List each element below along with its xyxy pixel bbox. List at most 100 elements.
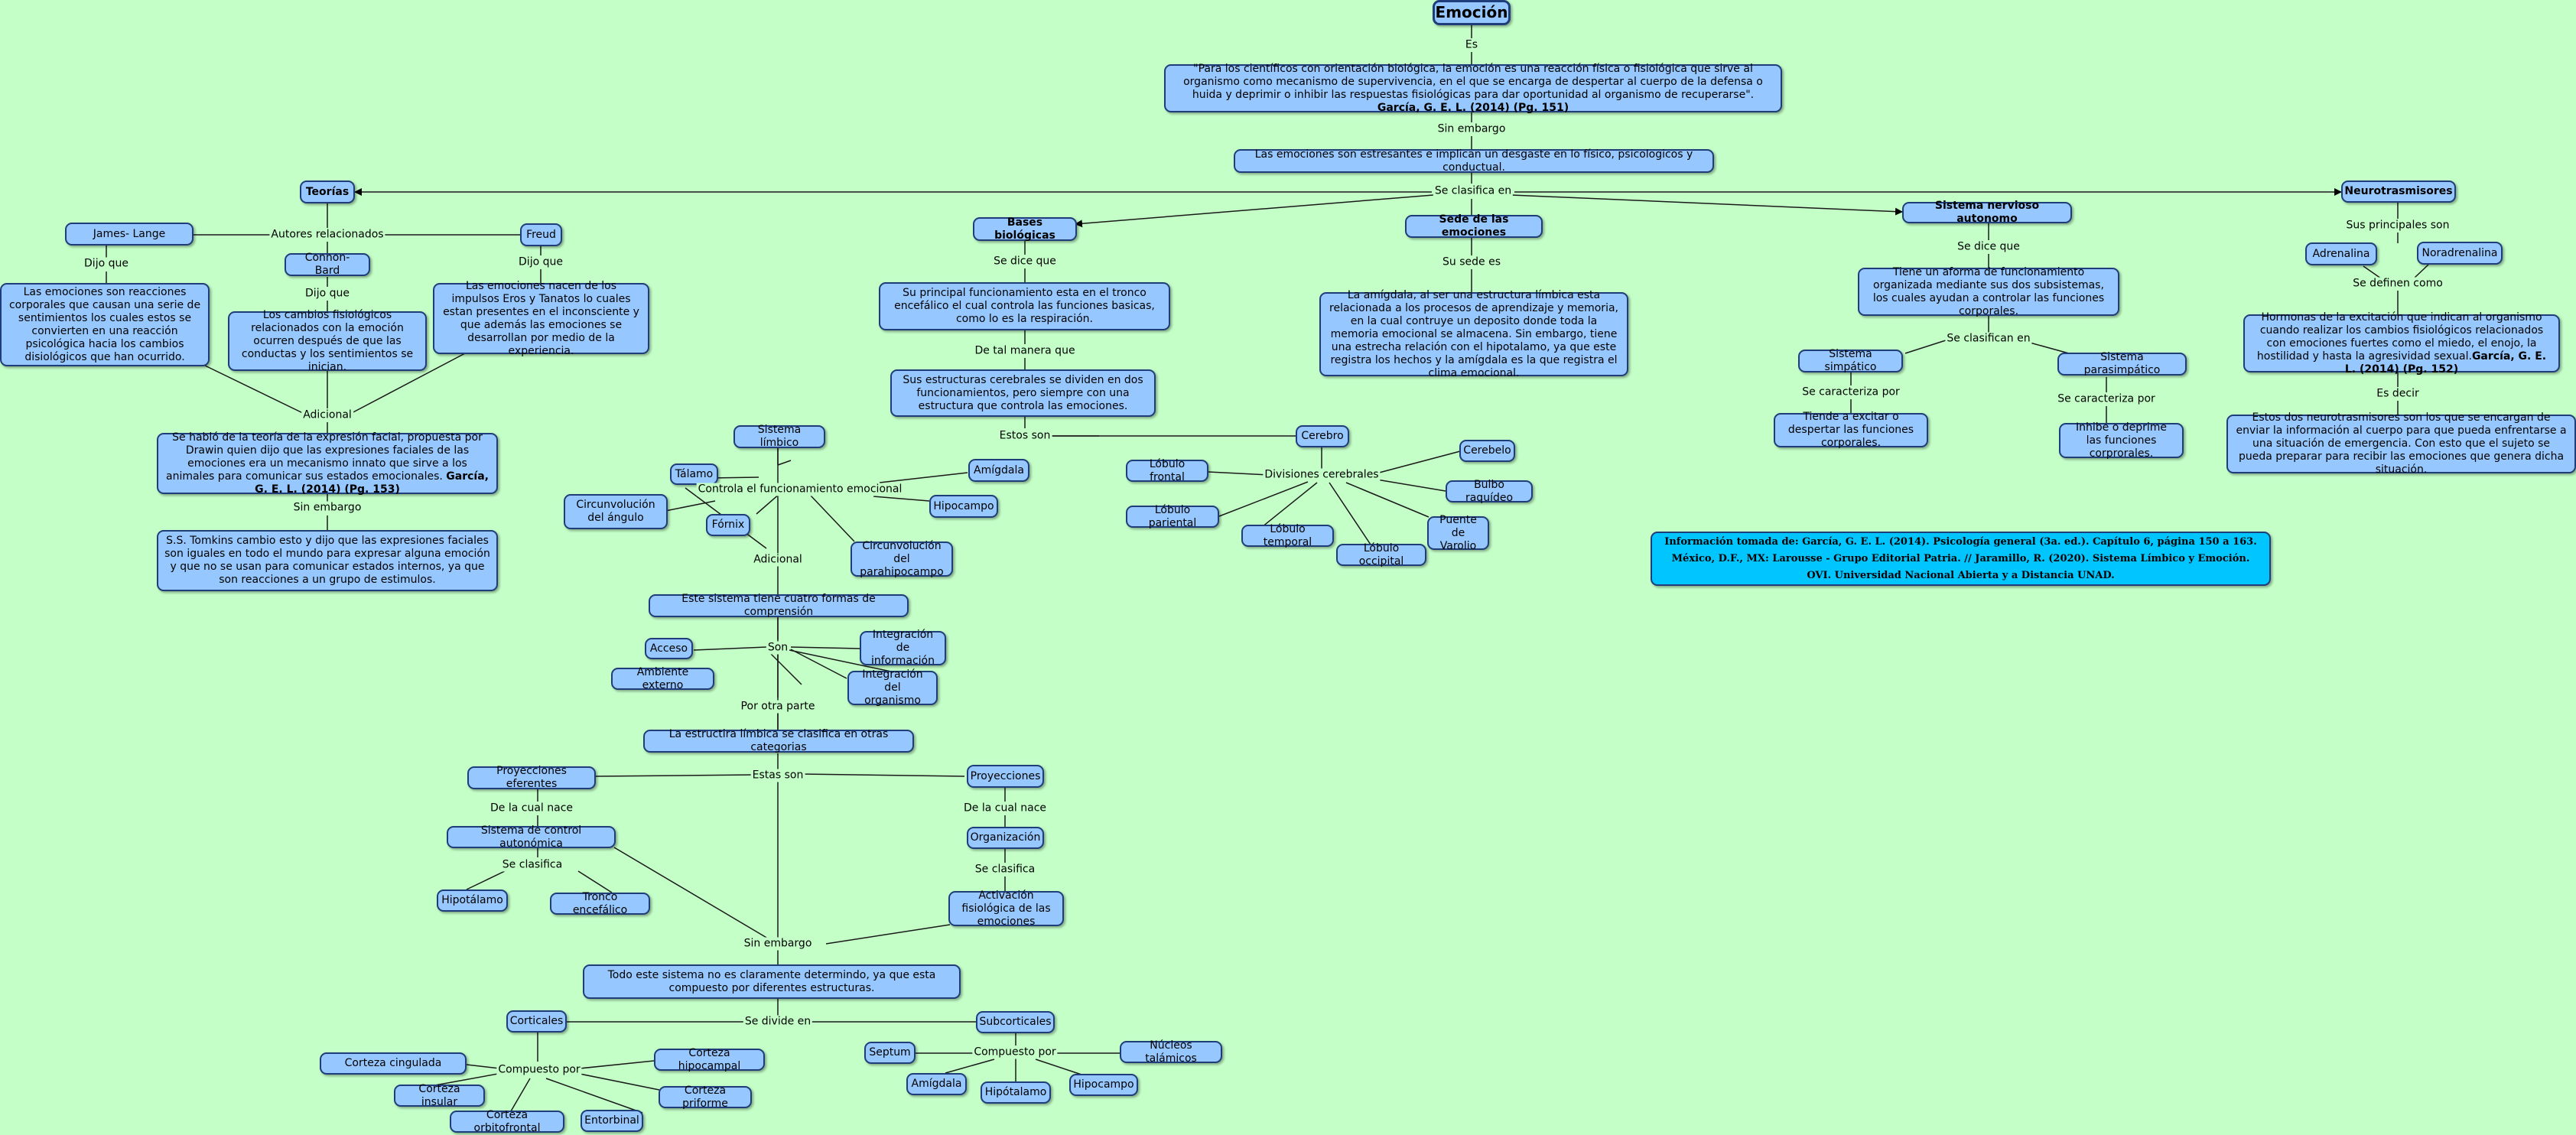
- simpatico-text-node[interactable]: Tiende a excitar o despertar las funcion…: [1774, 411, 1928, 449]
- estructuras-cerebrales-node[interactable]: Sus estructuras cerebrales se dividen en…: [890, 369, 1156, 417]
- freud-node[interactable]: Freud: [520, 223, 562, 246]
- parasimpatico-text-node[interactable]: Inhibe o deprime las funciones corproral…: [2059, 421, 2184, 460]
- node-label: Las emociones son reacciones corporales …: [8, 285, 201, 363]
- estructura-limbica-node[interactable]: La estructira límbica se clasifica en ot…: [643, 728, 914, 753]
- subcorticales-node[interactable]: Subcorticales: [976, 1011, 1055, 1033]
- amigdala-sub-node[interactable]: Amígdala: [906, 1073, 967, 1095]
- freud-text-node[interactable]: Las emociones nacen de los impulsos Eros…: [433, 280, 649, 357]
- node-label: La amígdala, al ser una estructura límbi…: [1329, 288, 1618, 379]
- corteza-orbitofrontal-node[interactable]: Corteza orbitofrontal: [450, 1109, 564, 1134]
- node-label: Connon- Bard: [304, 252, 350, 277]
- hormonas-text: Hormonas de la excitación que indican al…: [2256, 311, 2544, 363]
- acceso-node[interactable]: Acceso: [645, 638, 693, 659]
- node-label: Se habló de la teoría de la expresión fa…: [164, 431, 490, 496]
- link-label: De tal manera que: [973, 344, 1077, 358]
- circunvolucion-parahipocampo-node[interactable]: Circunvolución del parahipocampo: [851, 539, 953, 578]
- node-label: Las emociones son estresantes e implican…: [1254, 148, 1693, 174]
- connector-line: [810, 495, 855, 542]
- node-label: Sistema parasimpático: [2083, 351, 2161, 376]
- cuatro-formas-node[interactable]: Este sistema tiene cuatro formas de comp…: [649, 593, 909, 618]
- connector-line: [348, 353, 466, 415]
- hipotalamo-sub-node[interactable]: Hipótalamo: [981, 1081, 1051, 1104]
- neuro-text-node[interactable]: Estos dos neurotrasmisores son los que s…: [2226, 411, 2576, 476]
- noradrenalina-node[interactable]: Noradrenalina: [2417, 242, 2503, 265]
- sistema-control-autonomica-node[interactable]: Sistema de control autonómica: [447, 824, 616, 850]
- sistema-limbico-node[interactable]: Sistema límbico: [733, 424, 825, 449]
- node-label: Circunvolución del parahipocampo: [860, 539, 944, 578]
- drawin-node[interactable]: Se habló de la teoría de la expresión fa…: [157, 431, 498, 496]
- corteza-cingulada-node[interactable]: Corteza cingulada: [320, 1052, 467, 1075]
- proyecciones-node[interactable]: Proyecciones: [967, 765, 1044, 788]
- james-lange-node[interactable]: James- Lange: [65, 223, 194, 246]
- node-label: Hipotálamo: [441, 894, 503, 906]
- connon-bard-text-node[interactable]: Los cambios fisiológicos relacionados co…: [228, 309, 427, 373]
- tomkins-node[interactable]: S.S. Tomkins cambio esto y dijo que las …: [157, 530, 498, 591]
- node-label: Acceso: [649, 642, 688, 655]
- nucleos-talamicos-node[interactable]: Núcleos talámicos: [1120, 1039, 1222, 1065]
- hipotalamo-node[interactable]: Hipotálamo: [437, 889, 508, 912]
- connector-line: [1371, 478, 1446, 492]
- bulbo-raquideo-node[interactable]: Bulbo raquídeo: [1446, 479, 1533, 504]
- node-label: Sede de las emociones: [1439, 213, 1509, 239]
- talamo-node[interactable]: Tálamo: [670, 463, 718, 485]
- tronco-encefalico-text-node[interactable]: Su principal funcionamiento esta en el t…: [879, 282, 1170, 330]
- node-label: Emoción: [1435, 3, 1508, 21]
- root-emocion-node[interactable]: Emoción: [1433, 0, 1511, 25]
- cerebelo-node[interactable]: Cerebelo: [1459, 440, 1515, 462]
- source-citation-node[interactable]: Información tomada de: García, G. E. L. …: [1651, 532, 2271, 586]
- integracion-organismo-node[interactable]: Integración del organismo: [847, 668, 938, 707]
- corteza-insular-node[interactable]: Corteza insular: [394, 1083, 485, 1108]
- organizacion-node[interactable]: Organización: [967, 827, 1044, 849]
- connector-line: [789, 649, 892, 672]
- septum-node[interactable]: Septum: [864, 1042, 916, 1064]
- connon-bard-node[interactable]: Connon- Bard: [285, 252, 370, 277]
- connector-line: [873, 496, 930, 502]
- connector-line: [1208, 471, 1270, 476]
- node-label: Hipocampo: [933, 499, 994, 512]
- node-label: Información tomada de: García, G. E. L. …: [1664, 535, 2257, 581]
- teorias-node[interactable]: Teorías: [300, 180, 355, 203]
- sna-text-node[interactable]: Tiene un aforma de funcionamiento organi…: [1858, 266, 2119, 317]
- activacion-fisiologica-node[interactable]: Activación fisiológica de las emociones: [948, 889, 1064, 928]
- link-label: Se caracteriza por: [2056, 392, 2157, 406]
- node-label: S.S. Tomkins cambio esto y dijo que las …: [164, 535, 490, 586]
- lobulo-temporal-node[interactable]: Lóbulo temporal: [1241, 523, 1334, 548]
- fornix-node[interactable]: Fórnix: [706, 514, 750, 536]
- corteza-hipocampal-node[interactable]: Corteza hipocampal: [654, 1047, 765, 1072]
- todo-sistema-node[interactable]: Todo este sistema no es claramente deter…: [583, 964, 961, 999]
- definition-node[interactable]: "Para los científicos con orientación bi…: [1164, 63, 1782, 114]
- circunvolucion-angulo-node[interactable]: Circunvolución del ángulo: [564, 494, 668, 529]
- arrow-line: [1075, 194, 1434, 228]
- ambiente-externo-node[interactable]: Ambiente externo: [611, 666, 714, 691]
- sistema-nervioso-autonomo-node[interactable]: Sistema nervioso autonomo: [1902, 200, 2072, 225]
- hormonas-node[interactable]: Hormonas de la excitación que indican al…: [2243, 311, 2560, 376]
- sede-text-node[interactable]: La amígdala, al ser una estructura límbi…: [1319, 289, 1628, 379]
- hipocampo-sub-node[interactable]: Hipocampo: [1069, 1074, 1138, 1096]
- node-label: Corteza cingulada: [344, 1057, 442, 1069]
- sistema-simpatico-node[interactable]: Sistema simpático: [1798, 348, 1903, 373]
- adrenalina-node[interactable]: Adrenalina: [2305, 242, 2377, 265]
- sistema-parasimpatico-node[interactable]: Sistema parasimpático: [2057, 351, 2187, 376]
- corteza-piriforme-node[interactable]: Corteza priforme: [659, 1085, 752, 1110]
- entorbinal-node[interactable]: Entorbinal: [581, 1110, 643, 1132]
- lobulo-parietal-node[interactable]: Lóbulo pariental: [1126, 504, 1219, 529]
- sede-emociones-node[interactable]: Sede de las emociones: [1405, 213, 1543, 239]
- node-label: Sistema límbico: [757, 424, 802, 449]
- cerebro-node[interactable]: Cerebro: [1296, 425, 1349, 447]
- lobulo-frontal-node[interactable]: Lóbulo frontal: [1126, 458, 1208, 483]
- node-label: Integración del organismo: [862, 668, 923, 707]
- corticales-node[interactable]: Corticales: [506, 1010, 567, 1033]
- proyecciones-eferentes-node[interactable]: Proyecciones eferentes: [467, 765, 596, 790]
- hipocampo-node[interactable]: Hipocampo: [929, 495, 998, 518]
- lobulo-occipital-node[interactable]: Lóbulo occipital: [1336, 542, 1426, 568]
- bases-biologicas-node[interactable]: Bases biológicas: [973, 216, 1077, 242]
- amigdala-node[interactable]: Amígdala: [968, 459, 1029, 482]
- estresantes-node[interactable]: Las emociones son estresantes e implican…: [1234, 148, 1714, 174]
- node-label: Las emociones nacen de los impulsos Eros…: [443, 279, 639, 357]
- integracion-informacion-node[interactable]: Integración de información: [860, 629, 946, 667]
- james-lange-text-node[interactable]: Las emociones son reacciones corporales …: [0, 283, 210, 366]
- tronco-encefalico-node[interactable]: Tronco encefálico: [550, 891, 650, 916]
- puente-varolio-node[interactable]: Puente de Varolio: [1427, 514, 1489, 552]
- neurotransmisores-node[interactable]: Neurotrasmisores: [2341, 180, 2456, 203]
- link-label: Compuesto por: [972, 1046, 1058, 1059]
